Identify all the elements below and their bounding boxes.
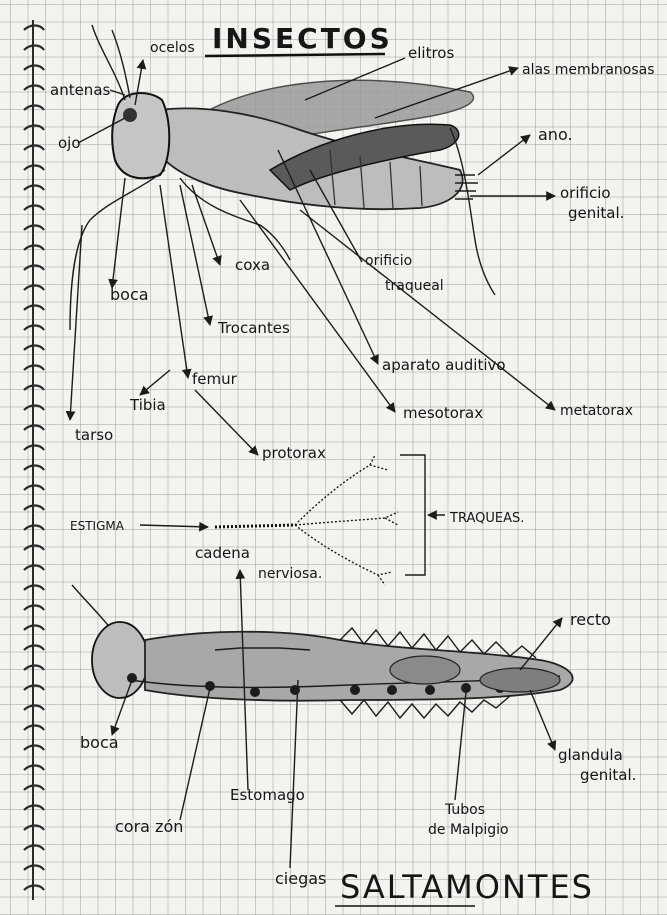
- label-ocelos: ocelos: [150, 40, 195, 56]
- label-recto: recto: [570, 610, 611, 629]
- label-cadena-2: nerviosa.: [258, 566, 322, 582]
- trachea-main-tube: [215, 525, 295, 527]
- label-orificio-traqueal-2: traqueal: [385, 278, 444, 294]
- label-protorax: protorax: [262, 444, 326, 462]
- label-corazon: cora zón: [115, 817, 183, 836]
- label-glandula-1: glandula: [558, 746, 623, 764]
- label-mesotorax: mesotorax: [403, 404, 483, 422]
- footer-title: SALTAMONTES: [340, 868, 594, 906]
- label-boca-internal: boca: [80, 733, 119, 752]
- label-tubos-2: de Malpigio: [428, 822, 509, 838]
- label-ano: ano.: [538, 125, 573, 144]
- label-aparato-auditivo: aparato auditivo: [382, 356, 506, 374]
- label-alas: alas membranosas: [522, 62, 655, 78]
- trachea-branch-top: [295, 455, 388, 525]
- label-cadena-1: cadena: [195, 544, 250, 562]
- label-tibia: Tibia: [129, 396, 166, 414]
- grasshopper-tibia: [450, 128, 495, 295]
- grasshopper-eye: [123, 108, 137, 122]
- label-orificio-genital-2: genital.: [568, 204, 624, 222]
- internal-rectum: [480, 668, 560, 692]
- label-femur: femur: [192, 370, 238, 388]
- trachea-branch-mid: [295, 512, 398, 525]
- label-tubos-1: Tubos: [444, 802, 485, 818]
- label-ojo: ojo: [58, 134, 81, 152]
- label-antenas: antenas: [50, 81, 111, 99]
- label-traqueas: TRAQUEAS.: [449, 511, 524, 526]
- page-title: INSECTOS: [212, 22, 393, 55]
- label-orificio-genital-1: orificio: [560, 184, 611, 202]
- label-boca: boca: [110, 285, 149, 304]
- label-elitros: elitros: [408, 44, 454, 62]
- internal-labels: recto boca glandula genital. Estomago co…: [80, 570, 636, 888]
- internal-antenna: [72, 585, 112, 630]
- label-ciegas: ciegas: [275, 869, 326, 888]
- label-metatorax: metatorax: [560, 403, 633, 419]
- internal-anatomy: [72, 585, 573, 718]
- label-tarso: tarso: [75, 426, 113, 444]
- internal-head: [92, 622, 148, 698]
- label-glandula-2: genital.: [580, 766, 636, 784]
- label-estigma: ESTIGMA: [70, 519, 125, 533]
- grasshopper-head: [112, 93, 169, 178]
- internal-stomach: [390, 656, 460, 684]
- label-coxa: coxa: [235, 256, 270, 274]
- spiral-binding: [24, 20, 44, 900]
- traqueas-bracket: [400, 455, 425, 575]
- label-trocantes: Trocantes: [217, 319, 290, 337]
